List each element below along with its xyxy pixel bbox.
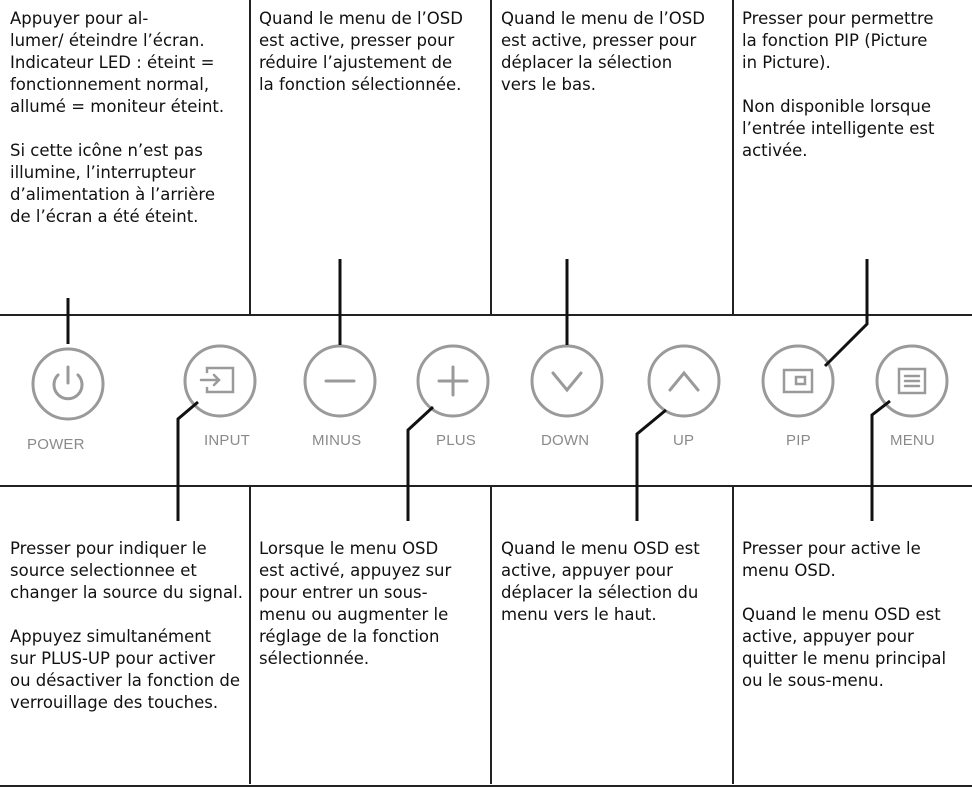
description-line: Si cette icône n’est pas — [10, 141, 203, 160]
description-line: Presser pour indiquer le — [10, 539, 207, 558]
top-divider-3 — [732, 0, 734, 316]
description-line: menu vers le haut. — [501, 605, 657, 624]
menu-icon — [897, 367, 927, 395]
top-divider-1 — [249, 0, 251, 316]
description-line: vers le bas. — [501, 75, 596, 94]
up-button[interactable] — [647, 344, 721, 418]
description-line: ou désactiver la fonction de — [10, 671, 241, 690]
bottom-divider-1 — [249, 487, 251, 784]
description-line: Presser pour active le — [742, 539, 921, 558]
description-line: Quand le menu OSD est — [501, 539, 700, 558]
description-line: Indicateur LED : éteint = — [10, 53, 215, 72]
description-line: est active, presser pour — [501, 31, 697, 50]
description-line: lumer/ éteindre l’écran. — [10, 31, 205, 50]
description-line: est activé, appuyez sur — [259, 561, 452, 580]
description-line: déplacer la sélection — [501, 53, 673, 72]
description-line: verrouillage des touches. — [10, 693, 219, 712]
menu-label: MENU — [890, 432, 935, 449]
description-line: la fonction sélectionnée. — [259, 75, 462, 94]
pip-icon — [782, 368, 814, 394]
chevron-up-icon — [668, 370, 700, 392]
plus-icon — [437, 365, 469, 397]
bottom-divider-3 — [732, 487, 734, 784]
description-line: Quand le menu de l’OSD — [259, 9, 463, 28]
description-line: réglage de la fonction — [259, 627, 440, 646]
description-line: source selectionnee et — [10, 561, 197, 580]
menu-button[interactable] — [875, 344, 949, 418]
plus-label: PLUS — [436, 432, 476, 449]
description-line: menu ou augmenter le — [259, 605, 449, 624]
description-line: la fonction PIP (Picture — [742, 31, 928, 50]
input-description: Presser pour indiquer le source selection… — [10, 538, 246, 714]
description-line: Appuyez simultanément — [10, 627, 212, 646]
up-label: UP — [673, 432, 695, 449]
down-label: DOWN — [541, 432, 590, 449]
description-line: Quand le menu OSD est — [742, 605, 941, 624]
plus-button[interactable] — [416, 344, 490, 418]
description-line: réduire l’ajustement de — [259, 53, 453, 72]
description-line: active, appuyer pour — [742, 627, 914, 646]
top-divider-2 — [490, 0, 492, 316]
description-line: allumé = moniteur éteint. — [10, 97, 225, 116]
pip-button[interactable] — [761, 344, 835, 418]
menu-description: Presser pour active le menu OSD. Quand le … — [742, 538, 970, 692]
pip-label: PIP — [786, 432, 811, 449]
description-line: active, appuyer pour — [501, 561, 673, 580]
minus-label: MINUS — [312, 432, 362, 449]
power-label: POWER — [27, 436, 85, 453]
plus-description: Lorsque le menu OSD est activé, appuyez s… — [259, 538, 487, 670]
minus-button[interactable] — [303, 344, 377, 418]
chevron-down-icon — [551, 371, 583, 393]
description-line: Lorsque le menu OSD — [259, 539, 439, 558]
description-line: illumine, l’interrupteur — [10, 163, 196, 182]
description-line: Presser pour permettre — [742, 9, 934, 28]
top-description-panel — [0, 0, 972, 316]
description-line: quitter le menu principal — [742, 649, 947, 668]
description-line: in Picture). — [742, 53, 831, 72]
description-line: Appuyer pour al- — [10, 9, 149, 28]
description-line: déplacer la sélection du — [501, 583, 699, 602]
power-icon — [52, 365, 84, 401]
description-line: sélectionnée. — [259, 649, 370, 668]
input-button[interactable] — [183, 344, 257, 418]
bottom-divider-2 — [490, 487, 492, 784]
description-line: ou le sous-menu. — [742, 671, 884, 690]
description-line: activée. — [742, 141, 808, 160]
description-line: fonctionnement normal, — [10, 75, 210, 94]
menu-leader-line — [870, 399, 891, 521]
description-line: changer la source du signal. — [10, 583, 243, 602]
input-label: INPUT — [204, 432, 250, 449]
description-line: sur PLUS-UP pour activer — [10, 649, 216, 668]
description-line: d’alimentation à l’arrière — [10, 185, 215, 204]
description-line: pour entrer un sous- — [259, 583, 428, 602]
power-description: Appuyer pour al-lumer/ éteindre l’écran.… — [10, 8, 246, 228]
up-leader-line — [635, 408, 667, 521]
description-line: Quand le menu de l’OSD — [501, 9, 705, 28]
description-line: Non disponible lorsque — [742, 97, 932, 116]
pip-leader-line — [823, 259, 869, 368]
input-icon — [199, 366, 235, 394]
description-line: l’entrée intelligente est — [742, 119, 935, 138]
down-description: Quand le menu de l’OSD est active, presse… — [501, 8, 729, 96]
pip-description: Presser pour permettre la fonction PIP (P… — [742, 8, 970, 162]
minus-description: Quand le menu de l’OSD est active, presse… — [259, 8, 487, 96]
input-leader-line — [176, 400, 199, 521]
description-line: menu OSD. — [742, 561, 836, 580]
description-line: de l’écran a été éteint. — [10, 207, 199, 226]
power-button[interactable] — [31, 347, 105, 421]
down-button[interactable] — [530, 344, 604, 418]
up-description: Quand le menu OSD est active, appuyer pou… — [501, 538, 729, 626]
description-line: est active, presser pour — [259, 31, 455, 50]
plus-leader-line — [406, 405, 435, 521]
